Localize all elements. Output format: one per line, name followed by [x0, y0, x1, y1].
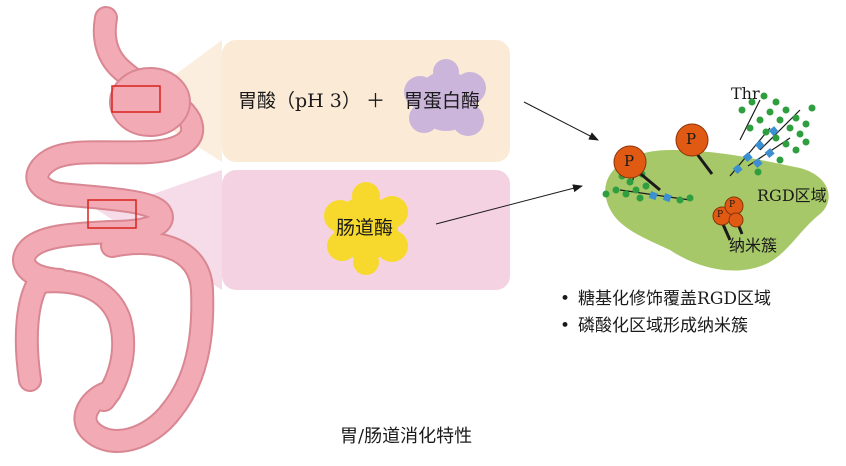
phospho-label-3: P	[717, 210, 724, 220]
intestine-highlight	[87, 199, 137, 229]
phospho-label-4: P	[729, 200, 736, 210]
pepsin-label: 胃蛋白酶	[404, 90, 481, 112]
enzyme-icon	[324, 182, 408, 275]
rgd-region-label: RGD区域	[757, 186, 827, 205]
glycan-blue-units	[648, 126, 779, 203]
arrow-intestine-to-protein	[435, 184, 583, 225]
phospho-label-2: P	[686, 130, 697, 148]
plus-sign: ＋	[366, 90, 386, 112]
pepsin-icon	[404, 59, 486, 136]
nanocluster-label: 纳米簇	[729, 236, 778, 255]
stomach-highlight	[111, 85, 161, 113]
intestinal-enzyme-label: 肠道酶	[336, 217, 394, 239]
digestive-tract	[12, 6, 215, 453]
key-points-list: 糖基化修饰覆盖RGD区域 磷酸化区域形成纳米簇	[560, 286, 771, 340]
arrow-stomach-to-protein	[523, 101, 599, 141]
thr-label: Thr	[731, 84, 760, 103]
phospho-label-1: P	[624, 152, 635, 170]
figure-caption: 胃/肠道消化特性	[340, 426, 473, 447]
key-point-phosphorylation: 磷酸化区域形成纳米簇	[560, 313, 771, 340]
phospho-circles	[613, 123, 744, 228]
gastric-acid-label: 胃酸（pH 3）	[238, 90, 361, 112]
key-point-glycosylation: 糖基化修饰覆盖RGD区域	[560, 286, 771, 313]
